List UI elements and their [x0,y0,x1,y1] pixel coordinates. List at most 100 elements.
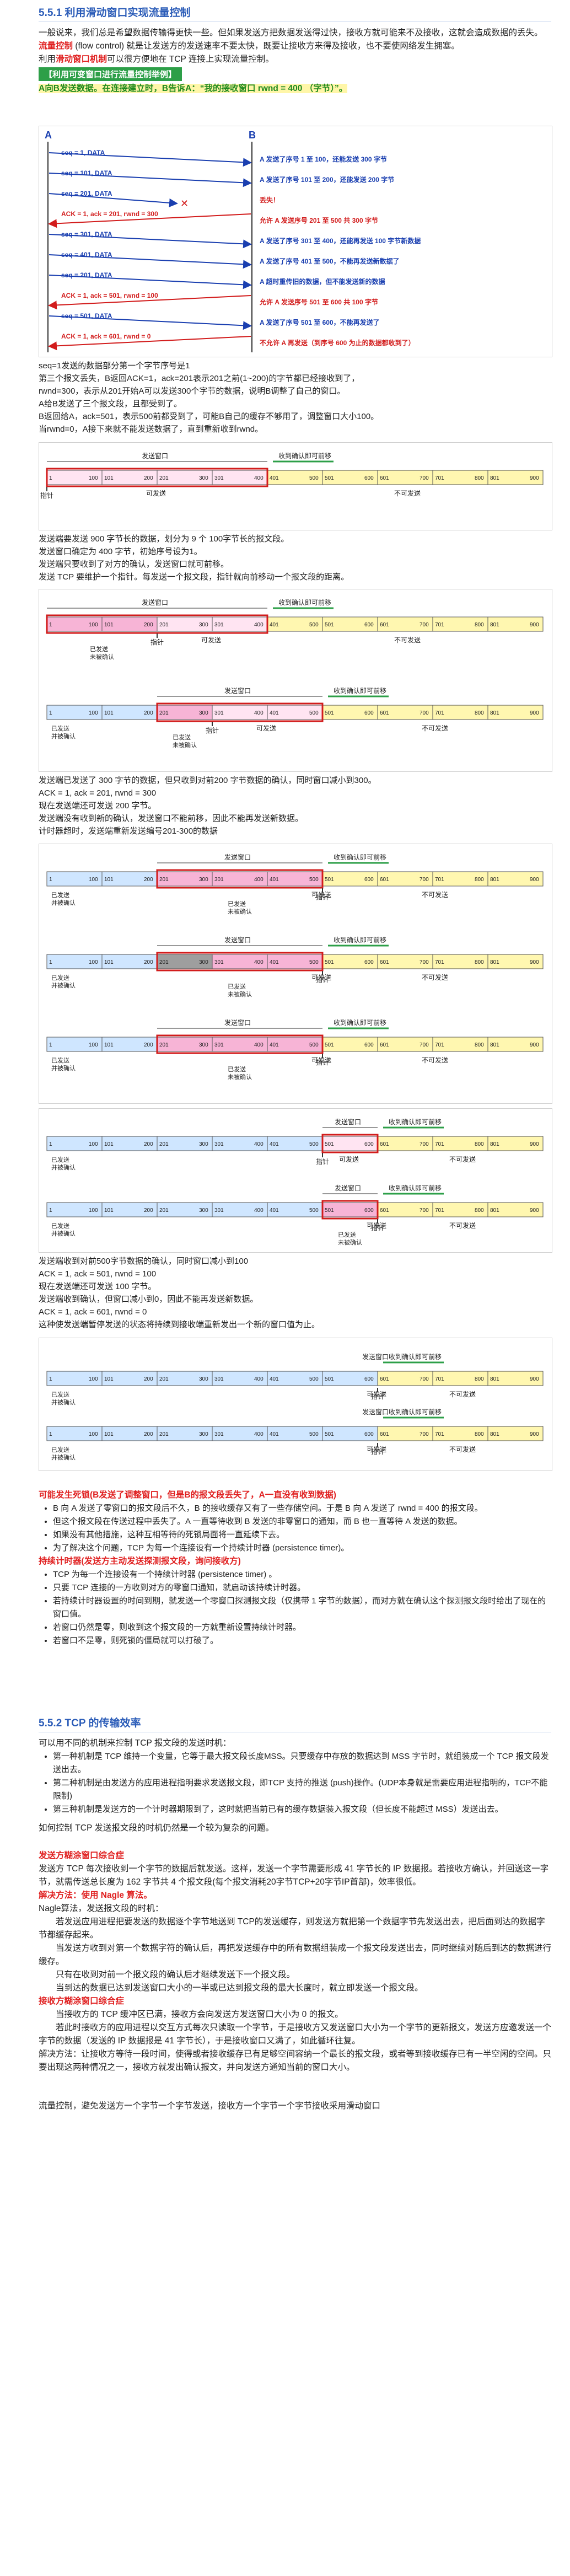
seq-number: 601 [380,959,389,965]
sequence-notes: A 发送了序号 1 至 100，还能发送 300 字节A 发送了序号 101 至… [259,155,421,347]
seq-number: 1 [49,710,52,716]
can-send-label: 可发送 [146,489,166,497]
sequence-note: A 发送了序号 101 至 200，还能发送 200 字节 [260,175,394,184]
byte-cell [101,954,158,969]
send-window-label: 发送窗口 [142,598,168,607]
byte-cell [322,1202,378,1217]
seq-number: 1 [49,1376,52,1382]
sequence-message: seq = 401, DATA [61,251,112,259]
timer-item: 若窗口不是零，则死锁的僵局就可以打破了。 [53,1634,551,1647]
section-title-551: 5.5.1 利用滑动窗口实现流量控制 [39,4,551,22]
byte-cell [157,616,213,632]
seq-number: 900 [530,710,539,716]
seq-number: 400 [254,959,264,965]
byte-cell [212,1426,268,1441]
seq-number: 701 [435,475,444,481]
byte-cell [377,470,433,485]
byte-cell [487,616,544,632]
deadlock-list: B 向 A 发送了零窗口的报文段后不久，B 的接收缓存又有了一些存储空间。于是 … [39,1502,551,1555]
seq-number: 601 [380,1431,389,1437]
sliding-window-term: 滑动窗口机制 [56,55,107,64]
recv-confirm-label: 收到确认即可前移 [389,1353,442,1361]
byte-cell [212,1037,268,1052]
sent-confirmed-label: 并被确认 [51,1163,76,1171]
seq-number: 400 [254,1042,264,1048]
seq-number: 1 [49,1431,52,1437]
seq-number: 701 [435,710,444,716]
seq-number: 201 [159,959,169,965]
note-2-1: 发送窗口确定为 400 字节，初始序号设为1。 [39,547,202,556]
nagle-p2: 当发送方收到对第一个数据字符的确认后，再把发送缓存中的所有数据组装成一个报文段发… [39,1944,552,1966]
byte-cell [267,1426,323,1441]
sequence-arrow [49,234,252,249]
seq-number: 600 [364,710,374,716]
recv-confirm-label: 收到确认即可前移 [389,1408,442,1416]
seq-number: 100 [89,1431,98,1437]
sequence-arrow [49,173,252,187]
seq-number: 501 [325,1141,334,1147]
seq-number: 200 [144,1376,153,1382]
recv-confirm-label: 收到确认即可前移 [334,686,386,695]
seq-number: 301 [214,710,224,716]
sent-unconfirmed-label: 未被确认 [338,1239,362,1246]
byte-cell [157,1037,213,1052]
can-send-label: 可发送 [311,1056,331,1064]
send-window-label: 发送窗口 [362,1353,389,1361]
timer-title: 持续计时器(发送方主动发送探测报文段，询问接收方) [39,1557,241,1566]
byte-cell [377,1136,433,1151]
seq-number: 200 [144,475,153,481]
sent-confirmed-label: 并被确认 [51,1398,76,1406]
send-window-frame [156,952,324,972]
byte-cell [157,1136,213,1151]
sent-unconfirmed-label: 已发送 [173,733,191,741]
seq-number: 800 [475,959,484,965]
seq-number: 900 [530,1141,539,1147]
send-window-frame [156,1034,324,1054]
seq-number: 500 [309,1208,319,1214]
seq-number: 400 [254,1141,264,1147]
seq-number: 801 [490,622,499,628]
seq-number: 300 [199,959,208,965]
seq-number: 500 [309,710,319,716]
seq-number: 701 [435,877,444,883]
seq-number: 100 [89,475,98,481]
sequence-arrow [48,336,251,351]
byte-cell [322,616,378,632]
sliding-window-text: 利用滑动窗口机制可以很方便地在 TCP 连接上实现流量控制。 [39,53,551,66]
seq-number: 200 [144,1431,153,1437]
seq-number: 400 [254,1376,264,1382]
seq-number: 900 [530,1208,539,1214]
recv-confirm-label: 收到确认即可前移 [278,598,331,607]
seq-number: 800 [475,475,484,481]
send-window-frame [321,1200,379,1220]
byte-cell [322,1426,378,1441]
deadlock-item: B 向 A 发送了零窗口的报文段后不久，B 的接收缓存又有了一些存储空间。于是 … [53,1502,551,1515]
seq-number: 301 [214,877,224,883]
seq-number: 1 [49,959,52,965]
sequence-note: 不允许 A 再发送（到序号 600 为止的数据都收到了） [260,339,415,347]
byte-cell [377,1037,433,1052]
seq-number: 701 [435,622,444,628]
seq-number: 100 [89,877,98,883]
mechanism-item: 第三种机制是发送方的一个计时器期限到了，这时就把当前已有的缓存数据装入报文段（但… [53,1803,551,1816]
recv-confirm-label: 收到确认即可前移 [334,936,386,944]
seq-number: 801 [490,710,499,716]
sender-syndrome-title: 发送方糊涂窗口综合症 [39,1851,125,1860]
seq-number: 301 [214,1141,224,1147]
seq-number: 601 [380,1141,389,1147]
seq-number: 501 [325,1431,334,1437]
notes-3: 发送端已发送了 300 字节的数据，但只收到对前200 字节数据的确认，同时窗口… [39,774,551,838]
seq-number: 301 [214,1431,224,1437]
seq-number: 100 [89,710,98,716]
note-1-2: rwnd=300，表示从201开始A可以发送300个字节的数据，说明B调整了自己… [39,387,346,396]
seq-number: 201 [159,1042,169,1048]
seq-number: 800 [475,710,484,716]
byte-cell [487,871,544,887]
timer-item: 若持续计时器设置的时间到期，就发送一个零窗口探测报文段（仅携带 1 字节的数据）… [53,1595,551,1621]
note-2-2: 发送端只要收到了对方的确认，发送窗口就可前移。 [39,560,229,569]
sent-confirmed-label: 已发送 [51,724,69,732]
seq-number: 801 [490,1141,499,1147]
